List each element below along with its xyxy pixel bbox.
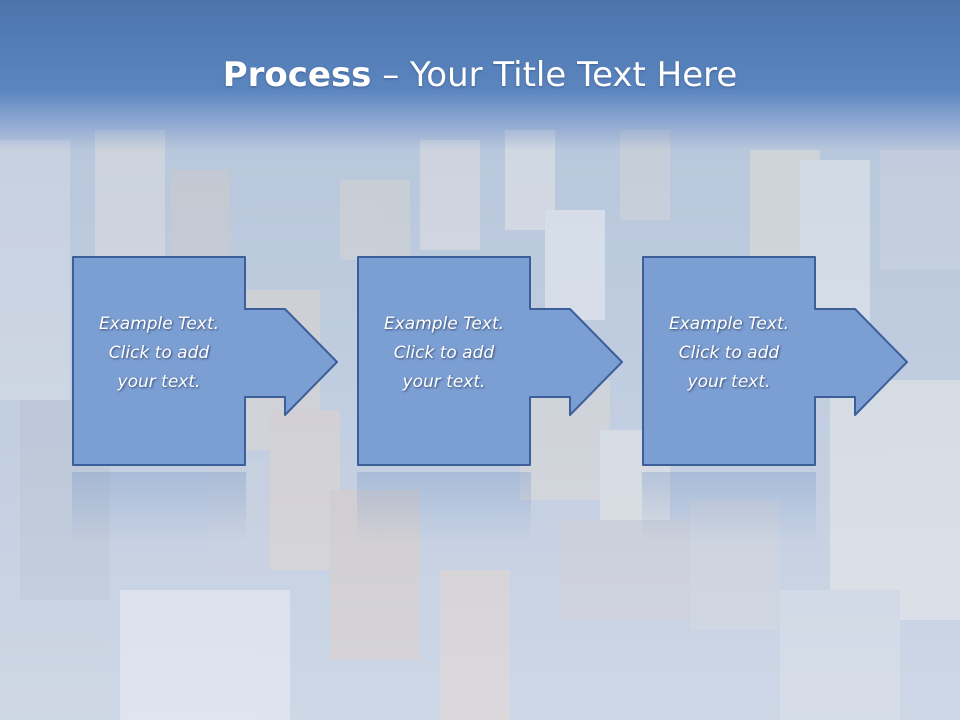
process-step-2[interactable]: Example Text. Click to add your text. — [357, 256, 627, 471]
step-3-text[interactable]: Example Text. Click to add your text. — [646, 310, 812, 397]
title-band — [0, 0, 960, 150]
title-rest-part: – Your Title Text Here — [371, 55, 738, 95]
slide-title[interactable]: Process – Your Title Text Here — [0, 52, 960, 98]
step-1-line-1: Example Text. — [98, 314, 220, 334]
step-2-callout-shape — [357, 256, 623, 466]
step-2-text[interactable]: Example Text. Click to add your text. — [361, 310, 527, 397]
step-1-text[interactable]: Example Text. Click to add your text. — [76, 310, 242, 397]
step-3-callout-shape — [642, 256, 908, 466]
step-1-line-3: your text. — [117, 372, 201, 392]
step-3-line-1: Example Text. — [668, 314, 790, 334]
step-3-line-2: Click to add — [678, 343, 780, 363]
step-1-callout-shape — [72, 256, 338, 466]
step-2-line-2: Click to add — [393, 343, 495, 363]
step-2-line-1: Example Text. — [383, 314, 505, 334]
process-step-3[interactable]: Example Text. Click to add your text. — [642, 256, 912, 471]
step-2-line-3: your text. — [402, 372, 486, 392]
step-3-line-3: your text. — [687, 372, 771, 392]
step-1-line-2: Click to add — [108, 343, 210, 363]
title-bold-part: Process — [222, 55, 372, 95]
process-step-1[interactable]: Example Text. Click to add your text. — [72, 256, 342, 471]
